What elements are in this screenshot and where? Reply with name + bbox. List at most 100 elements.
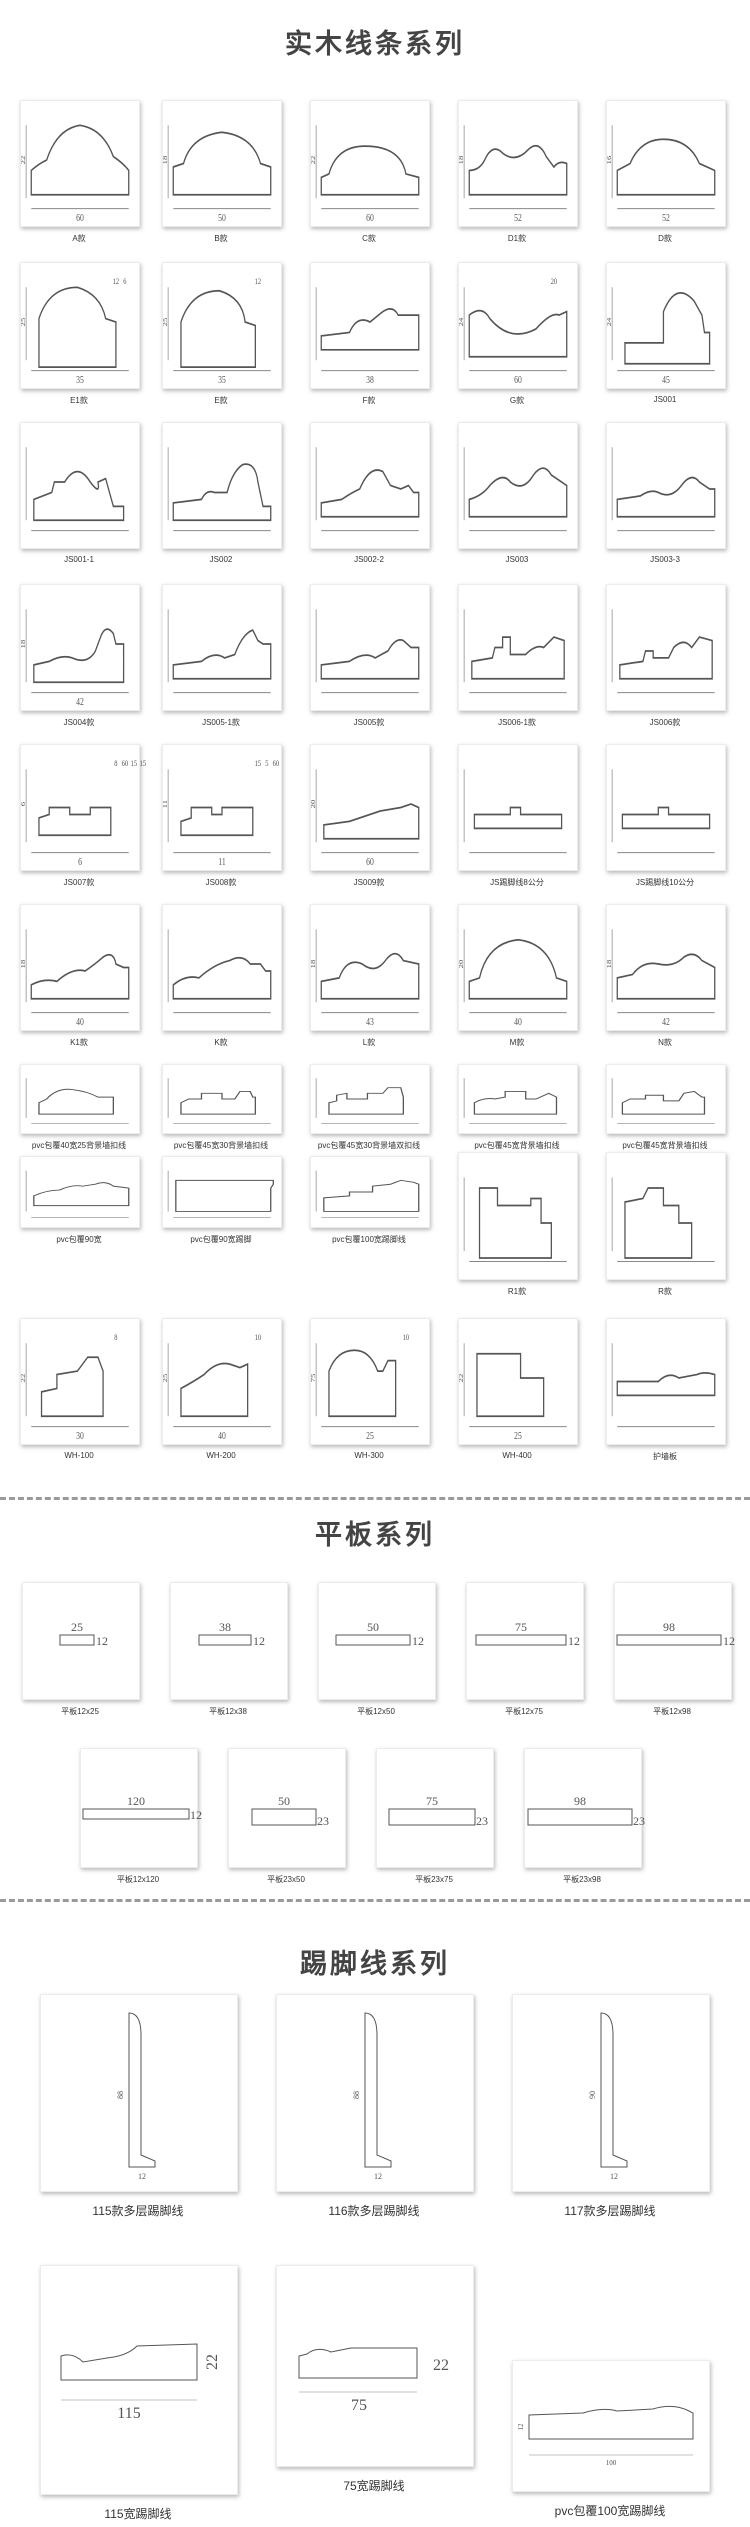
profile-drawing xyxy=(473,1090,558,1115)
dimension-label: 60 xyxy=(76,212,84,223)
dimension-label: 10 xyxy=(255,1332,262,1342)
product-label: 平板23x75 xyxy=(415,1875,453,1884)
profile-drawing xyxy=(468,467,568,518)
dimension-label: 50 xyxy=(218,212,226,223)
product-label: JS003-3 xyxy=(650,555,680,564)
section-title-baseboard: 踢脚线系列 xyxy=(300,1949,450,1980)
flat-board-drawing xyxy=(251,1808,317,1826)
product-label: JS001-1 xyxy=(64,555,94,564)
profile-drawing xyxy=(619,636,713,680)
flat-board-drawing xyxy=(59,1634,95,1646)
profile-card xyxy=(458,584,578,711)
product-label: pvc包覆100宽踢脚线 xyxy=(332,1235,406,1244)
dimension-label: 40 xyxy=(76,1016,84,1027)
profile-card: 25 75 10 xyxy=(309,1318,430,1445)
product-label: pvc包覆45宽30背景墙双扣线 xyxy=(317,1141,421,1150)
dimension-label: 20 xyxy=(551,276,558,286)
profile-drawing xyxy=(616,953,716,1000)
dimension-label: 75 xyxy=(309,1373,317,1382)
flat-board-drawing xyxy=(82,1808,190,1820)
dimension-label: 88 xyxy=(116,2091,125,2099)
dimension-label: 18 xyxy=(309,959,317,968)
product-label: WH-200 xyxy=(206,1451,236,1460)
product-label: JS踢脚线10公分 xyxy=(635,878,695,887)
dimension-label: 10 xyxy=(403,1332,410,1342)
profile-drawing xyxy=(180,1090,256,1115)
profile-card: 52 16 xyxy=(605,100,726,227)
dimension-label: 60 xyxy=(366,856,374,867)
product-label: 平板12x50 xyxy=(357,1707,395,1716)
dimension-label: 8 xyxy=(114,758,117,768)
dimension-label: 25 xyxy=(161,1373,169,1382)
product-label: JS002-2 xyxy=(354,555,384,564)
profile-drawing xyxy=(38,806,112,837)
product-label: JS005款 xyxy=(353,718,385,727)
dimension-label: 12 xyxy=(412,1634,424,1648)
profile-drawing xyxy=(172,463,272,522)
baseboard-drawing xyxy=(128,2012,156,2168)
dimension-label: 60 xyxy=(273,758,280,768)
dimension-label: 52 xyxy=(662,212,670,223)
profile-card: 60 22 xyxy=(19,100,140,227)
dimension-label: 6 xyxy=(78,856,82,867)
product-label: B款 xyxy=(214,234,228,243)
profile-card xyxy=(310,1156,430,1228)
dimension-label: 52 xyxy=(514,212,522,223)
profile-drawing xyxy=(476,1352,545,1418)
profile-drawing xyxy=(30,124,130,196)
product-label: 平板12x98 xyxy=(653,1707,691,1716)
baseboard-drawing xyxy=(298,2347,418,2379)
profile-drawing xyxy=(38,286,117,369)
profile-card xyxy=(162,422,282,549)
dimension-label: 11 xyxy=(161,800,169,809)
product-label: 115宽踢脚线 xyxy=(104,2507,172,2521)
product-label: pvc包覆45宽背景墙扣线 xyxy=(474,1141,560,1150)
dimension-label: 16 xyxy=(605,155,613,164)
dimension-label: 22 xyxy=(19,155,27,164)
dimension-label: 45 xyxy=(662,374,670,385)
section-title-solid-wood: 实木线条系列 xyxy=(285,29,465,60)
product-label: JS001 xyxy=(653,395,677,404)
profile-drawing xyxy=(471,636,565,680)
profile-card xyxy=(458,744,578,871)
profile-card xyxy=(20,1064,140,1134)
flat-board-drawing xyxy=(198,1634,252,1646)
product-label: pvc包覆90宽踢脚 xyxy=(190,1235,252,1244)
dimension-label: 18 xyxy=(19,639,27,648)
profile-drawing xyxy=(30,953,130,1000)
product-label: JS004款 xyxy=(63,718,95,727)
profile-drawing xyxy=(616,1371,716,1397)
product-label: 117款多层踢脚线 xyxy=(564,2204,656,2218)
profile-card xyxy=(606,1318,726,1445)
product-label: D1款 xyxy=(507,234,527,243)
dimension-label: 98 xyxy=(663,1620,675,1634)
dimension-label: 18 xyxy=(19,959,27,968)
dimension-label: 25 xyxy=(514,1430,522,1441)
profile-drawing xyxy=(172,629,272,680)
product-label: pvc包覆90宽 xyxy=(56,1235,102,1244)
flat-board-drawing xyxy=(527,1808,633,1826)
dimension-label: 12 xyxy=(568,1634,580,1648)
dimension-label: 38 xyxy=(366,374,374,385)
dimension-label: 12 xyxy=(138,2172,146,2181)
profile-drawing xyxy=(328,1349,397,1418)
product-label: N款 xyxy=(658,1038,672,1047)
dimension-label: 5 xyxy=(265,758,268,768)
product-label: JS002 xyxy=(209,555,233,564)
profile-drawing xyxy=(468,309,568,358)
baseboard-drawing xyxy=(600,2012,628,2168)
dimension-label: 25 xyxy=(366,1430,374,1441)
dimension-label: 12 xyxy=(190,1808,202,1822)
product-label: JS009款 xyxy=(353,878,385,887)
profile-card xyxy=(606,422,726,549)
profile-card xyxy=(310,1064,430,1134)
dimension-label: 60 xyxy=(122,758,129,768)
